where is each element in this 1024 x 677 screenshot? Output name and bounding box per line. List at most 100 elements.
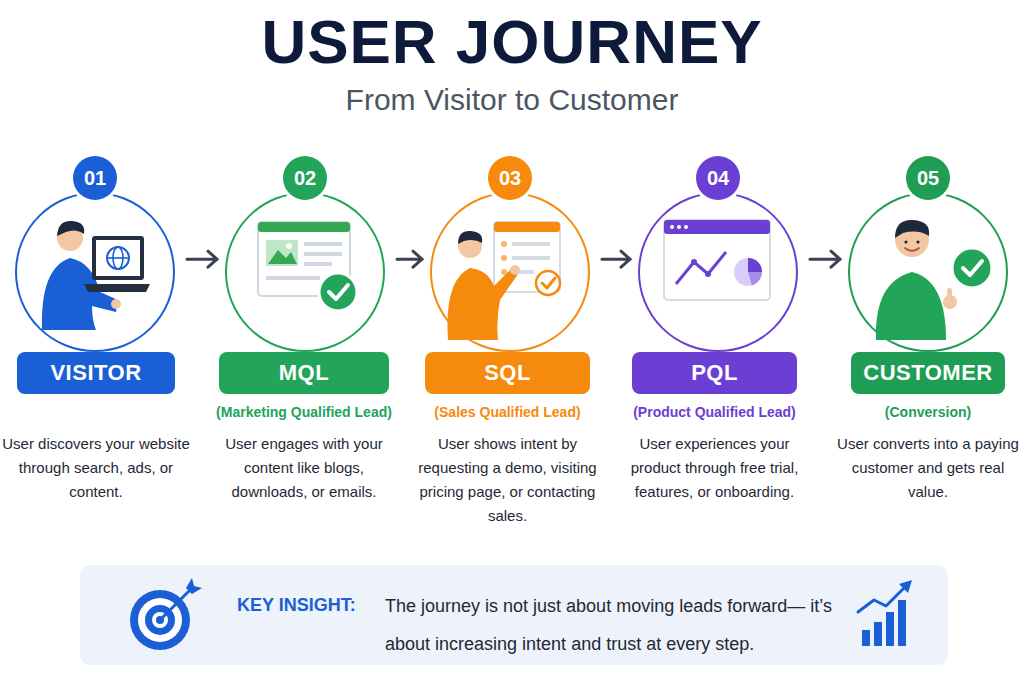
illustration-shape: [734, 258, 762, 286]
sales-illustration: [447, 222, 560, 340]
target-icon: [130, 578, 202, 650]
illustration-shape: [494, 222, 560, 292]
stage-description: User converts into a paying customer and…: [830, 432, 1024, 504]
illustration-shape: [899, 580, 912, 593]
illustration-shape: [905, 248, 919, 251]
illustration-shape: [898, 600, 906, 646]
illustration-shape: [501, 255, 507, 261]
stage-name: CUSTOMER: [851, 352, 1005, 394]
illustration-shape: [512, 242, 550, 246]
arrow-head: [831, 251, 840, 267]
illustration-shape: [748, 258, 762, 272]
stage-label: SQL(Sales Qualified Lead)User shows inte…: [425, 352, 590, 394]
illustration-shape: [458, 231, 482, 244]
illustration-shape: [447, 268, 518, 340]
illustration-shape: [963, 261, 982, 275]
flow-arrow: [397, 251, 422, 267]
flow-arrow: [810, 251, 840, 267]
stage-label: PQL(Product Qualified Lead)User experien…: [632, 352, 797, 394]
illustration-shape: [458, 234, 482, 258]
illustration-shape: [96, 240, 140, 276]
stage-name: PQL: [632, 352, 797, 394]
illustration-shape: [266, 276, 320, 280]
illustration-shape: [329, 285, 348, 299]
illustration-shape: [286, 243, 292, 249]
illustration-shape: [111, 299, 121, 309]
illustration-shape: [138, 598, 182, 642]
stage-label: CUSTOMER(Conversion)User converts into a…: [851, 352, 1005, 394]
stage-circle: 02: [225, 192, 385, 352]
illustration-shape: [748, 272, 762, 285]
illustration-shape: [84, 284, 150, 292]
arrow-head: [208, 251, 217, 267]
arrow-line: [187, 258, 217, 261]
stage-name: MQL: [219, 352, 389, 394]
step-number: 01: [73, 156, 117, 200]
illustration-shape: [501, 269, 507, 275]
insight-box: KEY INSIGHT:The journey is not just abou…: [80, 565, 948, 665]
illustration-shape: [57, 221, 84, 236]
stage-name: VISITOR: [17, 352, 175, 394]
illustration-shape: [107, 257, 129, 259]
illustration-shape: [536, 271, 560, 295]
stage-description: User engages with your content like blog…: [206, 432, 402, 504]
illustration-shape: [705, 271, 711, 277]
illustration-shape: [943, 295, 957, 309]
arrow-head: [621, 251, 630, 267]
illustration-shape: [145, 605, 175, 635]
illustration-shape: [130, 590, 190, 650]
step-number: 03: [488, 156, 532, 200]
illustration-shape: [670, 225, 674, 229]
product-illustration: [664, 220, 770, 300]
illustration-shape: [904, 240, 907, 243]
flow-arrow: [602, 251, 630, 267]
illustration-shape: [542, 278, 555, 288]
illustration-shape: [952, 248, 992, 288]
diagram-title: USER JOURNEY: [0, 6, 1024, 78]
illustration-shape: [862, 630, 870, 646]
illustration-shape: [676, 252, 726, 284]
arrow-line: [397, 258, 422, 261]
illustration-shape: [895, 220, 929, 238]
illustration-shape: [258, 222, 350, 296]
stage-subtitle: (Sales Qualified Lead): [395, 403, 620, 421]
flow-arrow: [187, 251, 217, 267]
illustration-shape: [304, 242, 342, 246]
illustration-shape: [886, 612, 894, 646]
stage-subtitle: (Conversion): [821, 403, 1024, 421]
illustration-shape: [664, 220, 770, 234]
illustration-shape: [947, 288, 952, 298]
illustration-shape: [304, 262, 332, 266]
illustration-shape: [162, 590, 190, 618]
illustration-shape: [677, 225, 681, 229]
visitor-illustration: [42, 221, 150, 330]
stage-circle: 05: [848, 192, 1008, 352]
illustration-shape: [304, 252, 342, 256]
stage-circle: 01: [15, 192, 175, 352]
illustration-shape: [268, 250, 297, 264]
arrow-head: [413, 251, 422, 267]
illustration-shape: [512, 270, 534, 274]
illustration-shape: [664, 220, 770, 300]
customer-illustration: [876, 220, 992, 340]
illustration-shape: [876, 272, 946, 340]
illustration-shape: [258, 222, 350, 232]
illustration-shape: [512, 256, 550, 260]
insight-text: The journey is not just about moving lea…: [385, 587, 865, 663]
illustration-shape: [874, 622, 882, 646]
illustration-shape: [501, 241, 507, 247]
step-number: 05: [906, 156, 950, 200]
stage-name: SQL: [425, 352, 590, 394]
illustration-shape: [895, 223, 929, 257]
stage-circle: 04: [638, 192, 798, 352]
stage-subtitle: (Marketing Qualified Lead): [189, 403, 419, 421]
stage-description: User experiences your product through fr…: [617, 432, 813, 504]
arrow-line: [810, 258, 840, 261]
illustration-shape: [319, 273, 357, 311]
stage-subtitle: (Product Qualified Lead): [602, 403, 827, 421]
step-number: 02: [283, 156, 327, 200]
growth-icon: [858, 580, 912, 646]
subtitle-text: From Visitor to Customer: [0, 80, 1024, 120]
illustration-shape: [916, 240, 919, 243]
